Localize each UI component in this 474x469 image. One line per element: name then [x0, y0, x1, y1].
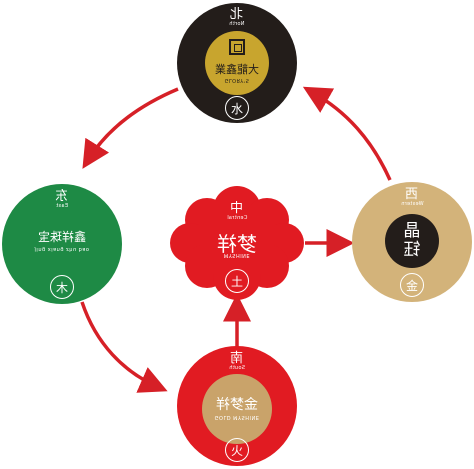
south-node: 南 South 金梦祥 GOLD MYSHINE 火: [177, 346, 297, 466]
east-node: 东 East 鑫祥珠宝 jing xiang zhu bao 木: [2, 184, 122, 304]
west-node: 西 Western 晶钰 金: [352, 182, 472, 302]
arrow-east-to-south: [80, 301, 168, 393]
center-direction-label: 中 Central: [226, 201, 248, 221]
north-element-badge: 水: [225, 96, 249, 120]
center-brand-en: MYSHINE: [223, 252, 251, 258]
north-brand-disc: 大龍鑫業 GLORY'S: [205, 31, 269, 95]
west-brand-disc: 晶钰: [385, 214, 439, 268]
north-node: 北 North 大龍鑫業 GLORY'S 水: [177, 3, 297, 123]
east-element-badge: 木: [50, 275, 74, 299]
arrow-north-to-east: [82, 87, 179, 169]
seal-logo-icon: [229, 39, 245, 55]
south-element-badge: 火: [225, 438, 249, 462]
west-element-badge: 金: [400, 273, 424, 297]
center-node: 中 Central 梦祥 MYSHINE 土: [182, 190, 292, 298]
center-element-badge: 土: [225, 269, 249, 293]
arrow-west-to-north: [302, 86, 392, 181]
south-brand-disc: 金梦祥 GOLD MYSHINE: [202, 374, 272, 444]
